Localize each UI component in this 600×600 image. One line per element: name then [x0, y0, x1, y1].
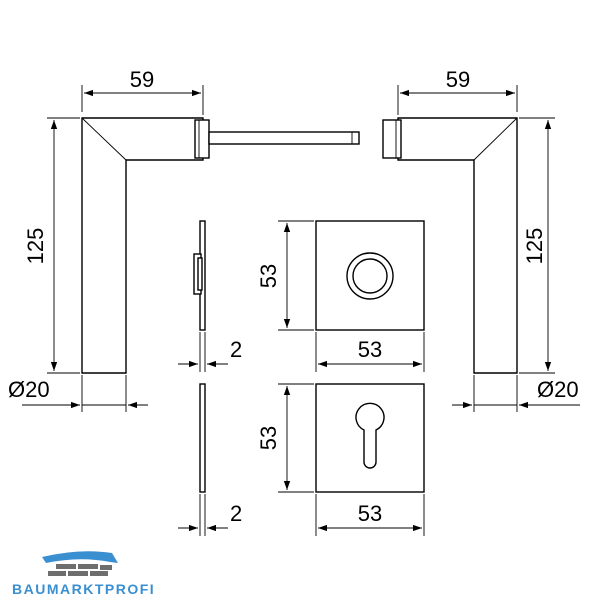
escutcheon-front-view: 53 53 [256, 383, 425, 536]
escutcheon-side-view: 2 [178, 383, 242, 536]
left-handle-body [81, 117, 204, 374]
left-height-label: 125 [23, 228, 48, 265]
right-handle-bevel [473, 117, 518, 161]
left-width-label: 59 [130, 67, 154, 92]
left-diameter-label: Ø20 [8, 377, 50, 402]
brand-logo: BAUMARKTPROFI [12, 551, 155, 597]
left-handle-neck [194, 119, 210, 159]
rose-width-label: 53 [358, 337, 382, 362]
right-height-label: 125 [522, 228, 547, 265]
right-lever-handle: 59 125 Ø20 [382, 67, 580, 412]
right-width-label: 59 [446, 67, 470, 92]
escutcheon-width-label: 53 [358, 501, 382, 526]
left-handle-bevel [81, 117, 127, 161]
spindle [208, 131, 360, 145]
brand-name: BAUMARKTPROFI [12, 581, 155, 597]
right-handle-neck [382, 119, 402, 159]
rose-height-label: 53 [256, 264, 281, 288]
logo-roof-icon [42, 551, 118, 563]
right-diameter-label: Ø20 [537, 377, 579, 402]
escutcheon-thickness-label: 2 [230, 501, 242, 526]
rose-ring-inner [352, 258, 388, 294]
cylinder-keyhole [355, 402, 385, 469]
rose-side-view: 2 [178, 220, 242, 372]
escutcheon-height-label: 53 [256, 426, 281, 450]
left-lever-handle: 59 125 Ø20 [8, 67, 360, 412]
rose-front-view: 53 53 [256, 220, 425, 372]
logo-bricks-icon [48, 564, 112, 576]
rose-thickness-label: 2 [230, 337, 242, 362]
